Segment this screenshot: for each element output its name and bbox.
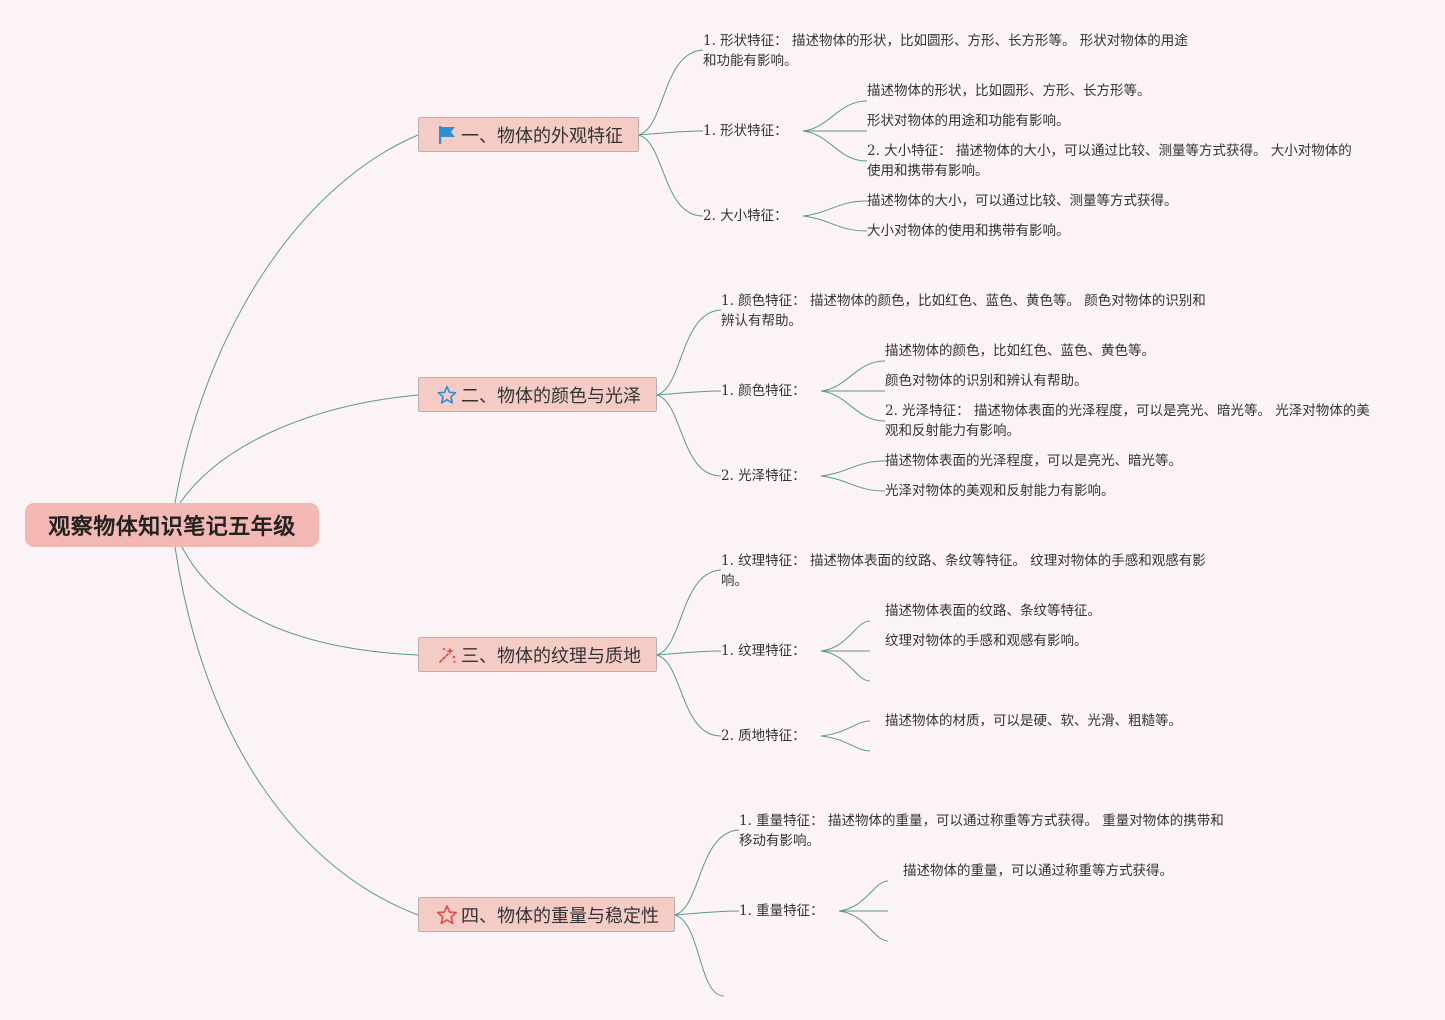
leaf-text: 颜色对物体的识别和辨认有帮助。	[885, 373, 1088, 389]
b2g2-leaf-1	[820, 460, 886, 477]
branch-texture-material[interactable]: 三、物体的纹理与质地	[418, 637, 657, 672]
b4-to-group-2	[673, 914, 725, 997]
root-to-branch-3	[181, 546, 419, 656]
leaf-text: 光泽对物体的美观和反射能力有影响。	[885, 483, 1115, 499]
sparkle-wand-icon	[436, 644, 458, 666]
leaf-text: 描述物体的大小，可以通过比较、测量等方式获得。	[867, 193, 1178, 209]
group-label: 2. 大小特征：	[703, 208, 788, 224]
root-title: 观察物体知识笔记五年级	[48, 515, 296, 540]
branch-title: 四、物体的重量与稳定性	[461, 905, 659, 927]
b3g2-leaf-2	[820, 735, 871, 752]
b2g2-leaf-2	[820, 475, 886, 492]
b2g1-leaf-1	[820, 360, 886, 392]
leaf-text: 描述物体表面的纹路、条纹等特征。	[885, 603, 1101, 619]
branch-weight-stability[interactable]: 四、物体的重量与稳定性	[418, 897, 675, 932]
b1g1-leaf-1	[802, 100, 868, 132]
star-outline-icon	[436, 384, 458, 406]
leaf-text: 大小对物体的使用和携带有影响。	[867, 223, 1070, 239]
branch-title: 一、物体的外观特征	[461, 125, 623, 147]
leaf-text: 描述物体的颜色，比如红色、蓝色、黄色等。	[885, 343, 1155, 359]
summary-text: 1. 形状特征： 描述物体的形状，比如圆形、方形、长方形等。 形状对物体的用途和…	[703, 33, 1188, 69]
b1g2-leaf-1	[802, 200, 868, 217]
group-label: 2. 质地特征：	[721, 728, 806, 744]
b1g1-leaf-3	[802, 130, 868, 162]
b2g1-leaf-3	[820, 390, 886, 422]
leaf-text: 2. 光泽特征： 描述物体表面的光泽程度，可以是亮光、暗光等。 光泽对物体的美观…	[885, 403, 1370, 439]
b3-to-group-2	[655, 654, 722, 737]
b1-to-group-2	[637, 134, 704, 217]
root-topic[interactable]: 观察物体知识笔记五年级	[25, 503, 319, 547]
b4-to-summary	[673, 829, 740, 916]
root-to-branch-4	[174, 546, 419, 916]
branch-color-gloss[interactable]: 二、物体的颜色与光泽	[418, 377, 657, 412]
group-label: 1. 纹理特征：	[721, 643, 806, 659]
group-label: 1. 形状特征：	[703, 123, 788, 139]
b3g2-leaf-1	[820, 720, 871, 737]
leaf-text: 描述物体的材质，可以是硬、软、光滑、粗糙等。	[885, 713, 1182, 729]
flag-icon	[436, 124, 458, 146]
group-label: 2. 光泽特征：	[721, 468, 806, 484]
branch-title: 三、物体的纹理与质地	[461, 645, 641, 667]
summary-text: 1. 纹理特征： 描述物体表面的纹路、条纹等特征。 纹理对物体的手感和观感有影响…	[721, 553, 1206, 589]
b2-to-group-2	[655, 394, 722, 477]
leaf-text: 2. 大小特征： 描述物体的大小，可以通过比较、测量等方式获得。 大小对物体的使…	[867, 143, 1352, 179]
leaf-text: 描述物体的形状，比如圆形、方形、长方形等。	[867, 83, 1151, 99]
b1g2-leaf-2	[802, 215, 868, 232]
b1-to-summary	[637, 49, 704, 136]
b4g1-leaf-1	[838, 880, 889, 912]
root-to-branch-1	[174, 134, 419, 504]
b3-to-group-1	[655, 650, 722, 656]
root-to-branch-2	[179, 394, 419, 504]
b2-to-group-1	[655, 390, 722, 396]
group-label: 1. 重量特征：	[739, 903, 824, 919]
b3-to-summary	[655, 569, 722, 656]
b1-to-group-1	[637, 130, 704, 136]
group-label: 1. 颜色特征：	[721, 383, 806, 399]
summary-text: 1. 重量特征： 描述物体的重量，可以通过称重等方式获得。 重量对物体的携带和移…	[739, 813, 1224, 849]
b3g1-leaf-3	[820, 650, 871, 682]
leaf-text: 描述物体的重量，可以通过称重等方式获得。	[903, 863, 1173, 879]
branch-appearance[interactable]: 一、物体的外观特征	[418, 117, 639, 152]
leaf-text: 纹理对物体的手感和观感有影响。	[885, 633, 1088, 649]
branch-title: 二、物体的颜色与光泽	[461, 385, 641, 407]
b4-to-group-1	[673, 910, 740, 916]
leaf-text: 描述物体表面的光泽程度，可以是亮光、暗光等。	[885, 453, 1182, 469]
star-red-icon	[436, 904, 458, 926]
leaf-text: 形状对物体的用途和功能有影响。	[867, 113, 1070, 129]
b2-to-summary	[655, 309, 722, 396]
b4g1-leaf-3	[838, 910, 889, 942]
b3g1-leaf-1	[820, 620, 871, 652]
summary-text: 1. 颜色特征： 描述物体的颜色，比如红色、蓝色、黄色等。 颜色对物体的识别和辨…	[721, 293, 1206, 329]
